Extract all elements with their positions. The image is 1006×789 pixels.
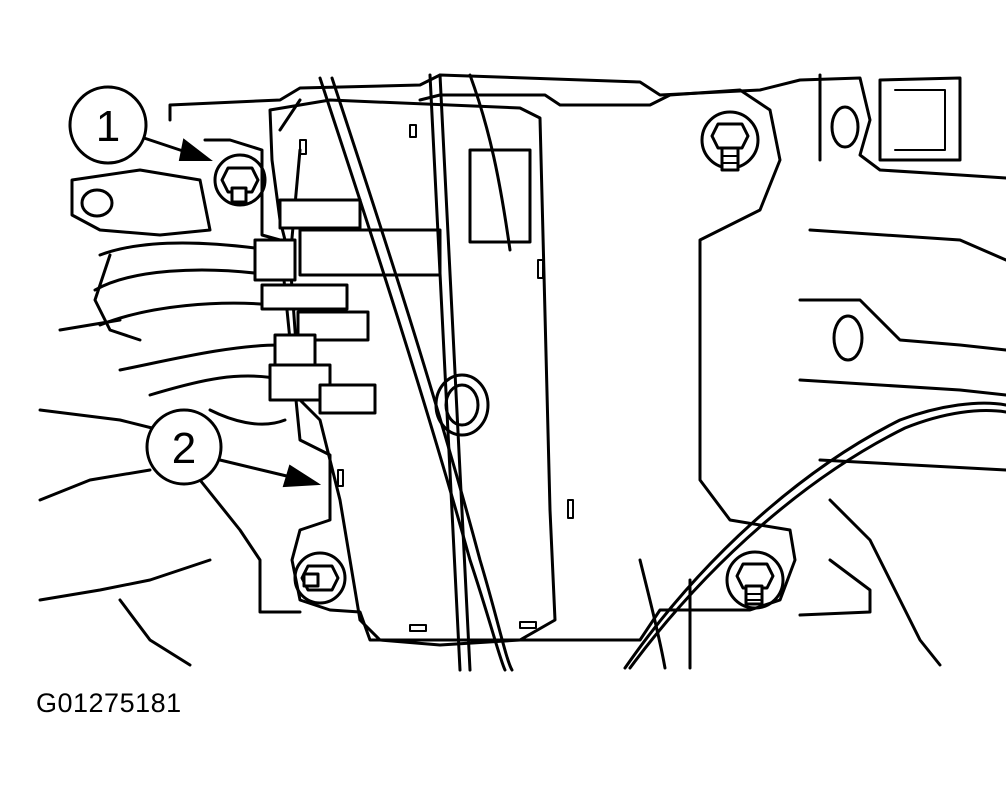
callout-1-arrowhead <box>178 138 213 161</box>
callout-1-number: 1 <box>96 102 120 151</box>
callout-1: 1 <box>68 85 213 165</box>
mounting-nut-top-left[interactable] <box>213 153 267 207</box>
mounting-nut-bottom-right[interactable] <box>725 550 785 610</box>
module-connectors <box>253 198 442 415</box>
mounting-nut-bottom-left[interactable] <box>293 551 347 605</box>
module-mounting-bracket <box>203 88 797 642</box>
routing-cables <box>318 73 1006 672</box>
callout-2-arrowhead <box>282 464 322 488</box>
callout-2: 2 <box>145 408 322 488</box>
left-mounting-tab <box>70 168 212 237</box>
figure-id-label: G01275181 <box>36 688 182 718</box>
callout-2-number: 2 <box>172 424 196 473</box>
mounting-nut-top-right[interactable] <box>700 110 760 172</box>
vehicle-background <box>38 73 1006 667</box>
